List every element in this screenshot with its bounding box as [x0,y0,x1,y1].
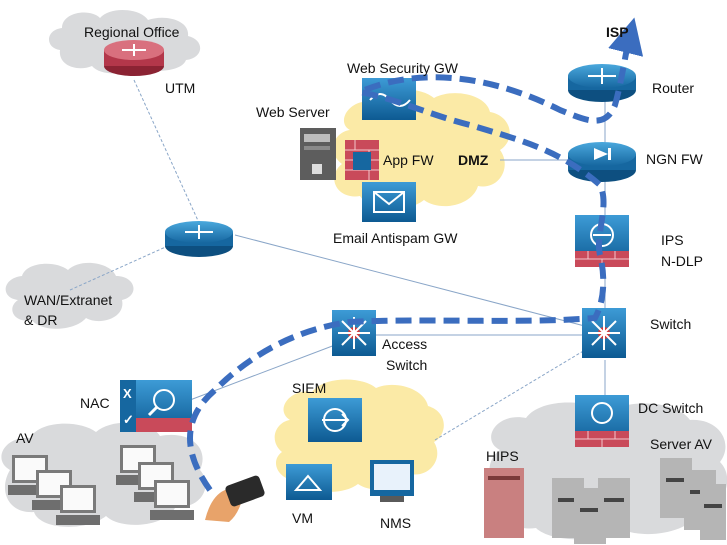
server-av-icon [660,458,726,540]
dc-switch-label: DC Switch [638,400,704,416]
svg-text:X: X [123,386,132,401]
ips-label: IPS [661,232,684,248]
web-server-icon [300,128,336,180]
nms-label: NMS [380,515,412,531]
router-label: Router [652,80,695,96]
regional-office-label: Regional Office [84,24,180,40]
utm-label: UTM [165,80,196,96]
dmz-label: DMZ [458,152,489,168]
isp-label: ISP [606,24,629,40]
vm-label: VM [292,510,313,526]
switch-label: Switch [650,316,692,332]
mobile-device-icon [205,475,265,522]
nac-label: NAC [80,395,110,411]
wan-extranet-label: WAN/Extranet [24,292,113,308]
app-firewall-icon [345,140,379,180]
access-switch-icon [332,310,376,356]
siem-device-icon [308,398,362,442]
datacenter-servers-icon [552,478,630,544]
nms-workstation-icon [370,460,414,502]
ngn-fw-label: NGN FW [646,151,703,167]
n-dlp-label: N-DLP [661,253,704,269]
siem-label: SIEM [292,380,327,396]
av-workstations-icon [8,445,194,525]
server-av-label: Server AV [650,436,712,452]
wan-extranet-cloud [5,262,134,329]
email-antispam-gateway-icon [362,182,416,222]
access-label: Access [382,336,428,352]
traffic-flow-path [187,17,644,492]
core-router-icon [165,221,233,257]
dc-switch-icon [575,395,629,447]
dr-label: & DR [24,312,58,328]
ngn-firewall-icon [568,142,636,182]
web-server-label: Web Server [256,104,330,120]
hips-server-icon [484,468,524,538]
access-switch-label: Switch [386,357,428,373]
email-antispam-gw-label: Email Antispam GW [333,230,458,246]
regional-office-router-icon [104,40,164,76]
av-label: AV [16,430,34,446]
web-security-gw-label: Web Security GW [347,60,458,76]
svg-text:✓: ✓ [123,412,134,427]
hips-label: HIPS [486,448,519,464]
vm-device-icon [286,464,332,500]
app-fw-label: App FW [383,152,434,168]
nac-device-icon: X ✓ [120,380,192,432]
